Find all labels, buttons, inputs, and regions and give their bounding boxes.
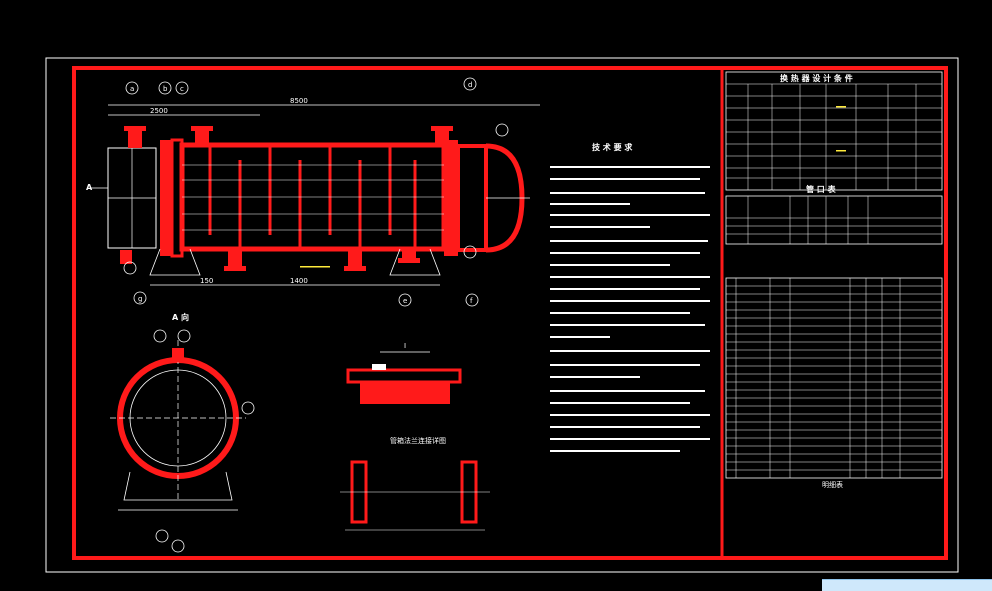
balloon-a: a xyxy=(130,85,134,93)
section-label: I xyxy=(404,342,406,350)
balloon-g: g xyxy=(138,295,142,303)
design-conditions-table: 换 热 器 设 计 条 件 xyxy=(725,71,943,191)
exchanger-elevation: 8500 2500 xyxy=(86,77,540,307)
view-a-arrow: A xyxy=(86,183,93,192)
balloon-f: f xyxy=(470,297,473,305)
view-a: A 向 xyxy=(110,312,255,553)
balloon-c: c xyxy=(180,85,184,93)
balloon-d: d xyxy=(468,81,472,89)
yellow-annotations xyxy=(300,106,846,268)
design-conditions-title: 换 热 器 设 计 条 件 xyxy=(780,73,853,83)
parts-list-footer: 明细表 xyxy=(822,480,843,489)
drawing-frame xyxy=(72,66,948,560)
sheet-border xyxy=(45,57,959,573)
view-a-title: A 向 xyxy=(172,312,189,322)
nozzle-table-title: 管 口 表 xyxy=(806,184,837,194)
tech-req-title: 技 术 要 求 xyxy=(592,142,633,152)
status-bar xyxy=(822,579,992,591)
dim-overall: 8500 xyxy=(290,97,308,105)
nozzle-table: 管 口 表 xyxy=(725,184,943,245)
section-detail: I xyxy=(346,342,462,404)
flange-detail: 管箱法兰连接详图 xyxy=(340,436,490,531)
dim-support: 1400 xyxy=(290,277,308,285)
parts-list: 明细表 xyxy=(725,277,943,489)
technical-requirements: 技 术 要 求 xyxy=(550,142,710,452)
dim-left: 2500 xyxy=(150,107,168,115)
balloon-b: b xyxy=(163,85,168,93)
balloon-e: e xyxy=(403,297,407,305)
flange-detail-title: 管箱法兰连接详图 xyxy=(390,436,446,445)
dim-small: 150 xyxy=(200,277,213,285)
